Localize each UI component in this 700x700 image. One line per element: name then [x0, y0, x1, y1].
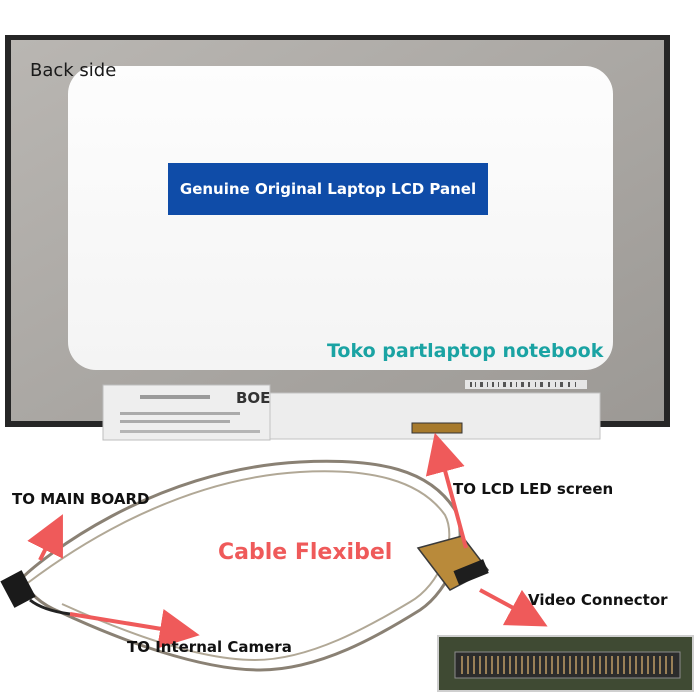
- back-side-label: Back side: [30, 60, 117, 81]
- to-main-board-label: TO MAIN BOARD: [12, 490, 150, 508]
- panel-inner-area: [68, 66, 613, 370]
- brand-logo-text: BOE: [236, 389, 271, 407]
- main-board-connector: [0, 570, 36, 608]
- cable-flexibel-label: Cable Flexibel: [218, 540, 393, 565]
- to-camera-label: TO Internal Camera: [127, 638, 292, 656]
- shop-watermark: Toko partlaptop notebook: [327, 340, 604, 362]
- arrow-to-camera: [69, 609, 200, 649]
- arrow-to-video-connector: [479, 588, 548, 627]
- arrow-to-lcd: [425, 432, 468, 549]
- flex-cable: [20, 459, 462, 672]
- product-banner: Genuine Original Laptop LCD Panel: [168, 163, 488, 215]
- banner-text: Genuine Original Laptop LCD Panel: [179, 180, 477, 198]
- arrow-to-main-board: [27, 514, 63, 561]
- to-lcd-label: TO LCD LED screen: [453, 480, 614, 498]
- video-connector-label: Video Connector: [528, 591, 668, 609]
- panel-lcd-connector: [411, 422, 463, 434]
